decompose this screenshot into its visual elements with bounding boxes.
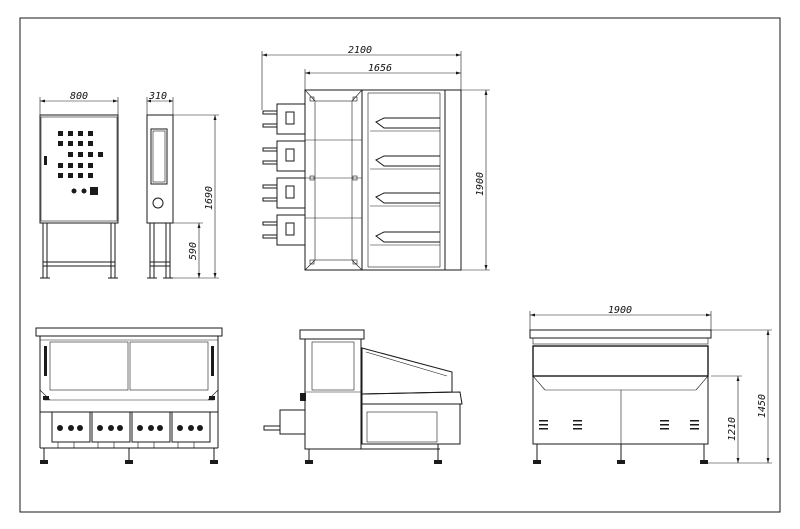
cabinet-width-dimension: 800 — [70, 91, 88, 102]
control-cabinet-front-view: 800 — [39, 91, 119, 279]
drawing-frame — [19, 17, 781, 513]
side-overall-height-dimension: 1450 — [757, 394, 768, 418]
top-body-width-dimension: 1656 — [368, 63, 392, 74]
machine-top-view: 2100 1656 — [261, 45, 490, 271]
machine-side-view — [263, 329, 463, 464]
ventilation-slots — [539, 420, 699, 430]
feed-channels — [370, 117, 440, 246]
control-cabinet-side-view: 310 1690 590 — [146, 91, 219, 279]
side-overall-length-dimension: 1900 — [608, 305, 632, 316]
side-table-height-dimension: 1210 — [727, 417, 738, 441]
machine-front-view — [35, 327, 223, 464]
machine-rear-view: 1900 1210 1450 — [529, 305, 772, 464]
cabinet-depth-dimension: 310 — [148, 91, 167, 102]
top-overall-depth-dimension: 1900 — [475, 172, 486, 196]
top-overall-width-dimension: 2100 — [348, 45, 372, 56]
cutter-units — [262, 103, 306, 246]
cabinet-leg-height-dimension: 590 — [188, 242, 199, 260]
control-button-array — [58, 131, 103, 195]
cabinet-height-dimension: 1690 — [204, 186, 215, 210]
